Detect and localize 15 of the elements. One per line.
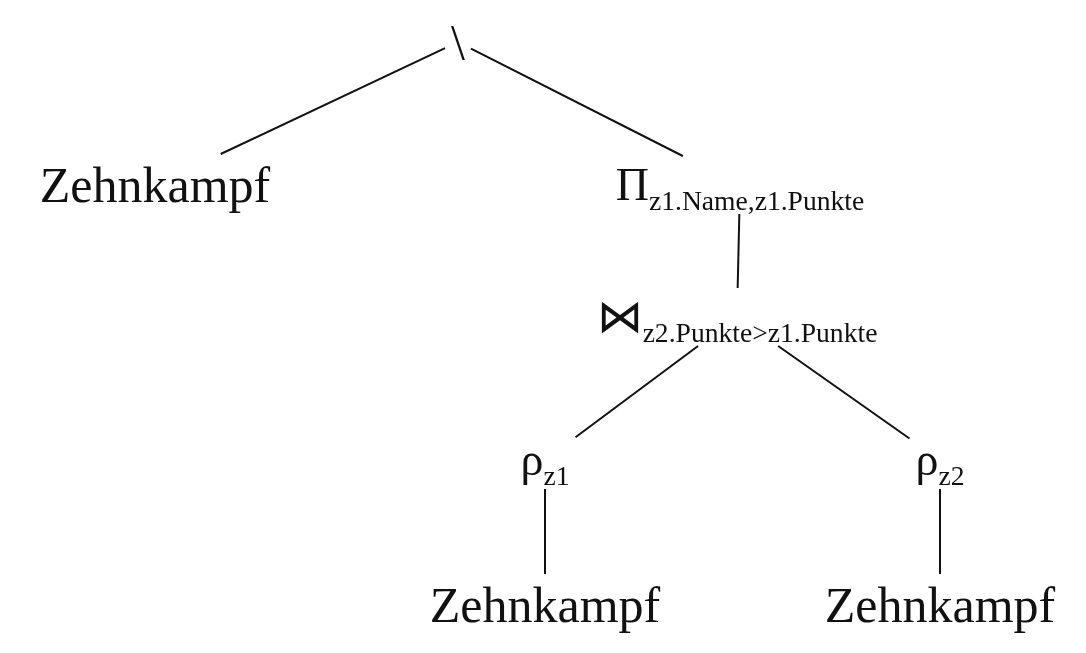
operator-label: Zehnkampf	[33, 154, 277, 216]
operator-label: ⋈$_{z2.Punkte>z1.Punkte}$	[590, 288, 884, 346]
tree-edge	[574, 345, 700, 439]
operator-label: \	[445, 11, 471, 73]
tree-edge	[219, 47, 447, 155]
tree-edge	[777, 345, 911, 440]
tree-edge	[469, 47, 684, 157]
operator-label: ρ$_{z2}$	[909, 431, 971, 489]
tree-edge	[939, 488, 941, 575]
tree-edge	[544, 488, 546, 575]
operator-label: Zehnkampf	[818, 574, 1062, 636]
tree-edge	[736, 213, 741, 289]
operator-label: Zehnkampf	[423, 574, 667, 636]
operator-label: ρ$_{z1}$	[514, 431, 576, 489]
operator-label: Π$_{z1.Name,z1.Punkte}$	[609, 156, 871, 214]
